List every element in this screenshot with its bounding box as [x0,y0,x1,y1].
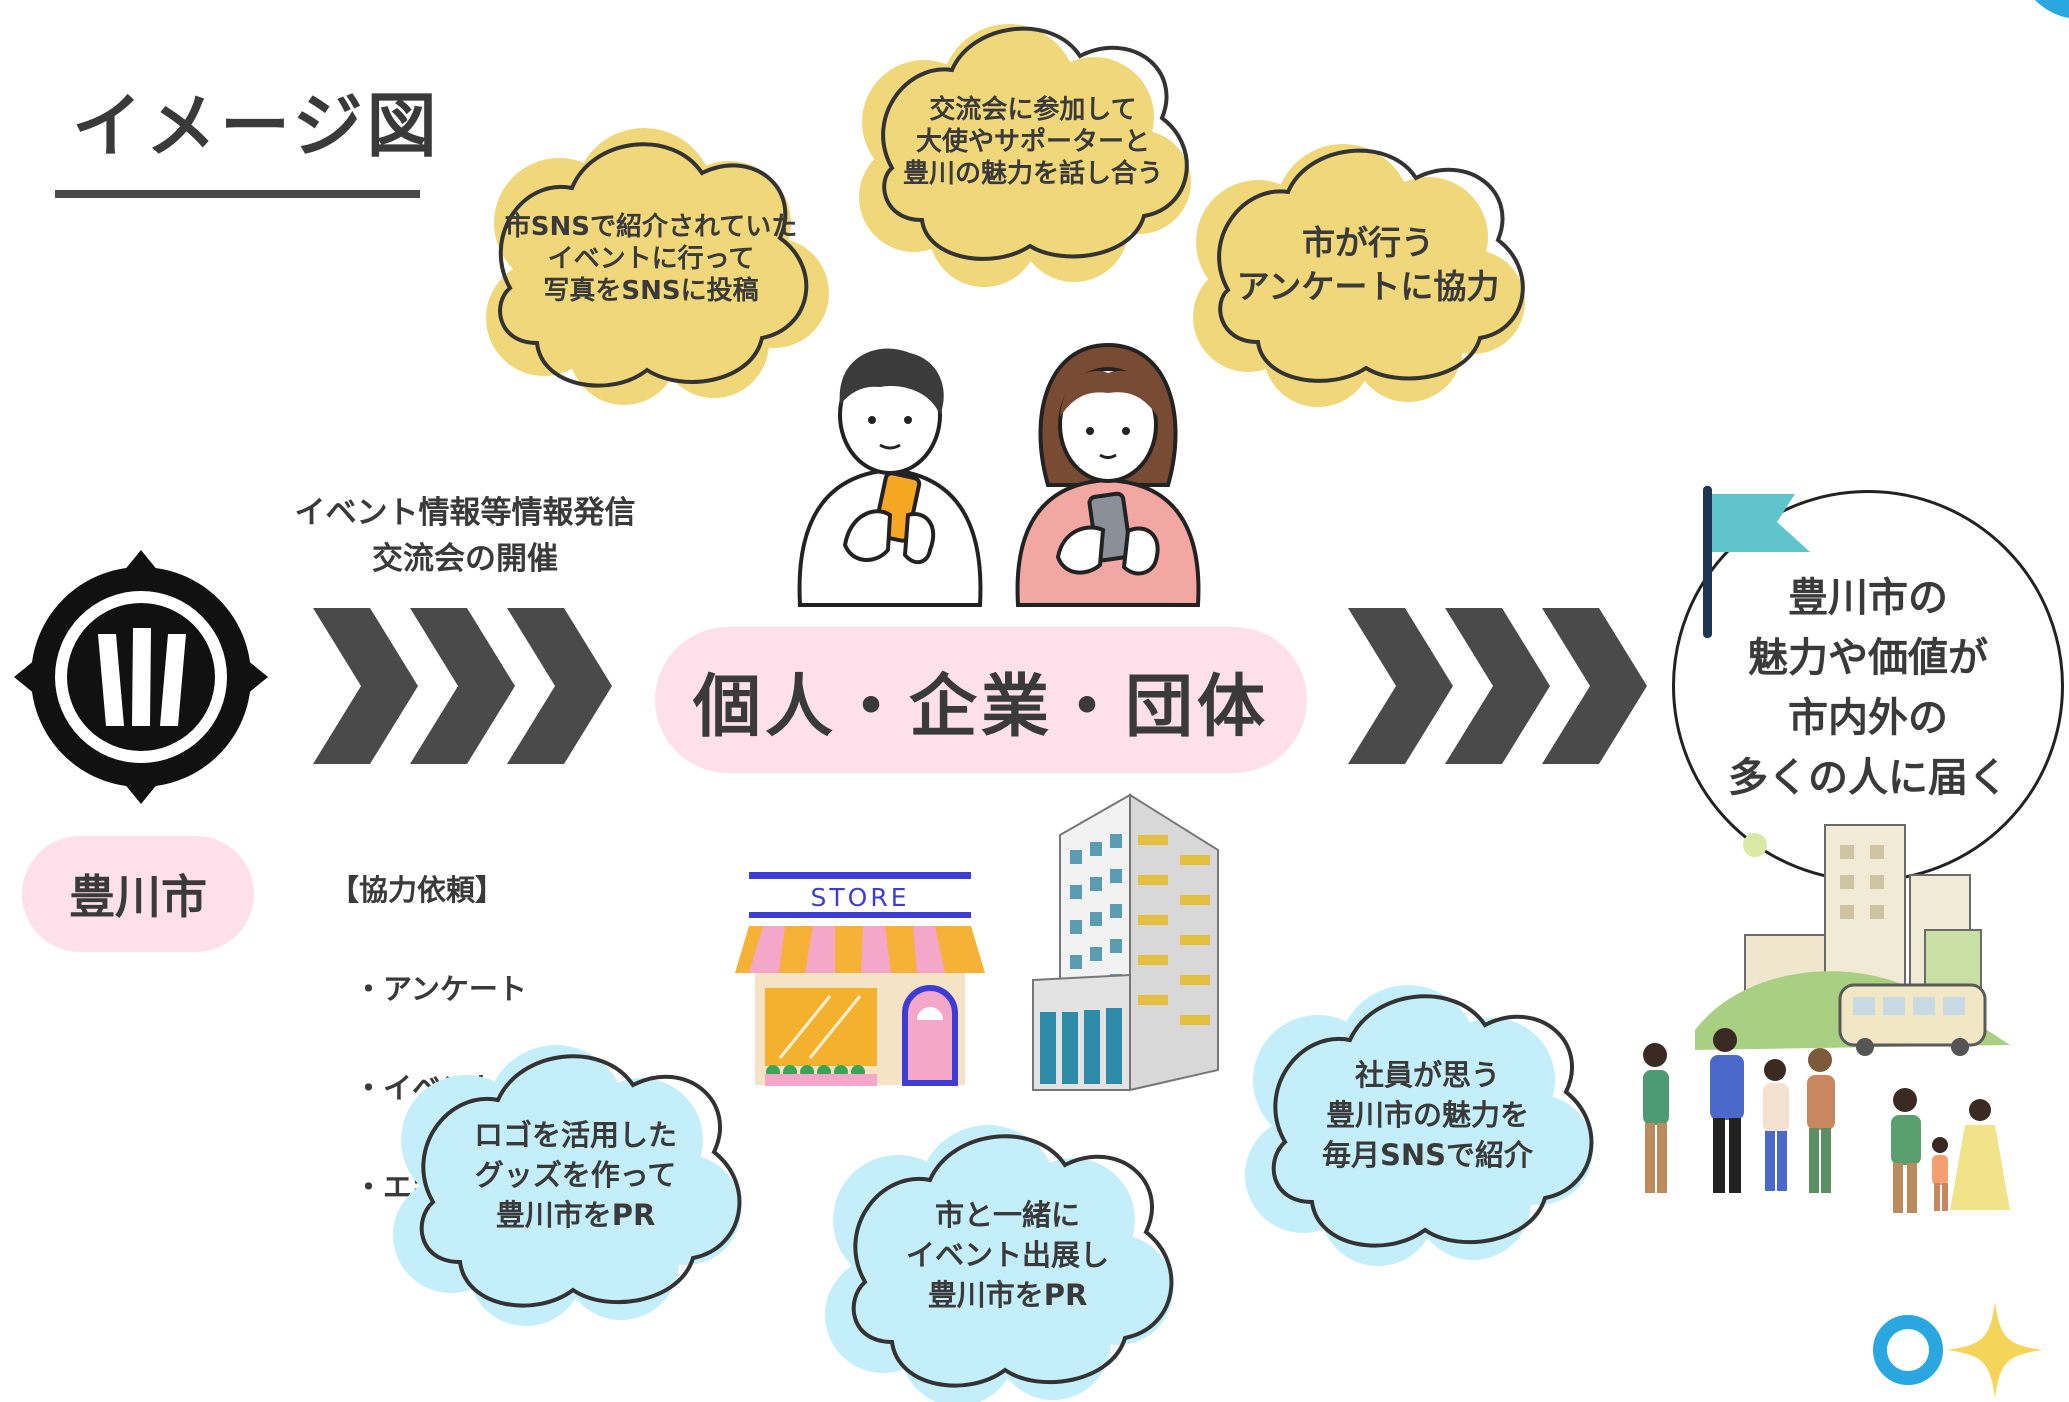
corner-arc-decoration [2035,0,2069,18]
cloud-shape [859,24,1191,287]
cloud-logo-goods: ロゴを活用した グッズを作って 豊川市をPR [388,1030,763,1326]
man-with-phone-illustration [797,348,983,607]
ring-decoration-icon [1873,1315,1943,1385]
cloud-shape [486,128,829,405]
toyokawa-city-emblem [14,550,268,804]
info-dissemination-label: イベント情報等情報発信 交流会の開催 [250,490,680,582]
cloud-employee-sns: 社員が思う 豊川市の魅力を 毎月SNSで紹介 [1240,970,1615,1266]
chevron-arrows-right [1348,608,1647,764]
cloud-text: 市と一緒に イベント出展し 豊川市をPR [905,1198,1109,1312]
request-item: ・アンケート [354,972,527,1006]
woman-with-phone-illustration [1015,342,1201,607]
city-pill: 豊川市 [22,836,254,952]
cloud-exchange-meeting: 交流会に参加して 大使やサポーターと 豊川の魅力を話し合う [852,8,1214,287]
cloud-shape [393,1045,742,1326]
store-illustration: STORE [735,872,985,1086]
page-title: イメージ図 [72,85,441,167]
cloud-shape [1245,985,1594,1266]
cloud-event-exhibit: 市と一緒に イベント出展し 豊川市をPR [820,1110,1195,1402]
goal-text: 豊川市の 魅力や価値が 市内外の 多くの人に届く [1728,575,2008,801]
city-people-illustration [1643,824,2010,1213]
cloud-shape [825,1125,1174,1402]
cloud-shape [1193,144,1525,407]
label-line: 交流会の開催 [372,541,558,577]
chevron-arrows-left [313,608,612,764]
cloud-text: ロゴを活用した グッズを作って 豊川市をPR [473,1118,677,1232]
cloud-sns-post: 市SNSで紹介されていた イベントに行って 写真をSNSに投稿 [462,118,840,405]
store-sign: STORE [811,883,910,912]
cloud-survey: 市が行う アンケートに協力 [1188,130,1548,407]
cloud-text: 交流会に参加して 大使やサポーターと 豊川の魅力を話し合う [902,95,1163,189]
cloud-text: 市SNSで紹介されていた イベントに行って 写真をSNSに投稿 [504,212,798,306]
cloud-text: 社員が思う 豊川市の魅力を 毎月SNSで紹介 [1321,1058,1534,1172]
office-building-illustration [1032,793,1219,1092]
request-heading: 【協力依頼】 [330,873,505,907]
label-line: イベント情報等情報発信 [294,495,636,531]
cloud-text: 市が行う アンケートに協力 [1236,223,1500,306]
title-underline [55,190,420,198]
flag-icon [1703,486,1810,638]
goal-circle [1672,490,2064,882]
individual-company-group-pill: 個人・企業・団体 [655,627,1307,773]
sparkle-icon [1947,1302,2043,1398]
